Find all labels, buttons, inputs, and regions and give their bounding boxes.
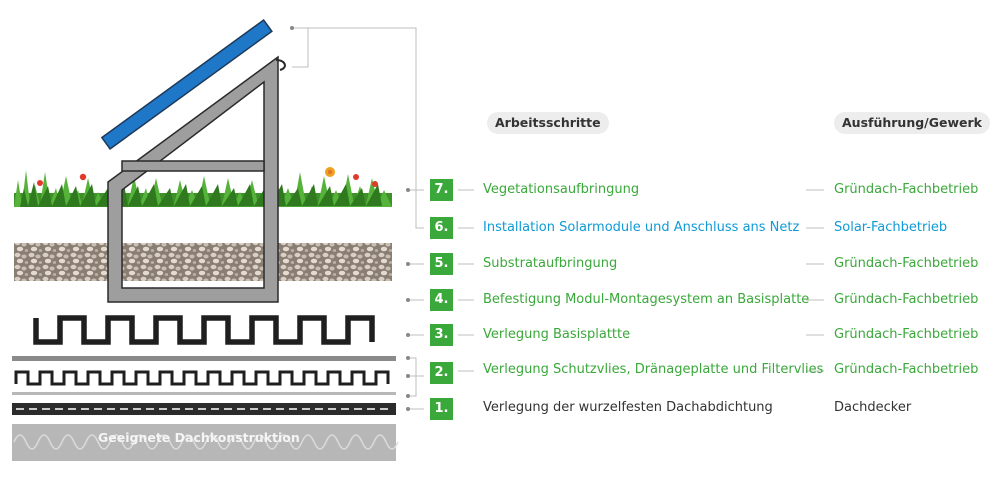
step-trade: Solar-Fachbetrieb	[834, 220, 948, 235]
drainage-layer	[12, 356, 396, 395]
roof-structure-layer	[12, 424, 399, 461]
leader-dots	[290, 26, 410, 411]
step-number-badge: 1.	[430, 398, 453, 420]
step-label: Verlegung Basisplattte	[483, 327, 631, 342]
flower	[353, 174, 359, 180]
solar-panel	[100, 18, 273, 150]
step-label: Verlegung der wurzelfesten Dachabdichtun…	[483, 400, 773, 415]
roof-structure-label: Geeignete Dachkonstruktion	[98, 430, 300, 445]
step-trade: Gründach-Fachbetrieb	[834, 292, 979, 307]
waterproofing-layer	[12, 403, 396, 415]
step-label: Vegetationsaufbringung	[483, 182, 640, 197]
leader-lines	[292, 27, 824, 410]
step-trade: Gründach-Fachbetrieb	[834, 362, 979, 377]
step-trade: Gründach-Fachbetrieb	[834, 256, 979, 271]
step-trade: Gründach-Fachbetrieb	[834, 182, 979, 197]
solar-mounting-frame	[107, 55, 286, 303]
flower	[325, 167, 335, 177]
flower	[372, 181, 378, 187]
flower	[79, 173, 87, 181]
flower	[37, 180, 43, 186]
header-steps: Arbeitsschritte	[487, 112, 609, 134]
step-label: Befestigung Modul-Montagesystem an Basis…	[483, 292, 810, 307]
header-trade: Ausführung/Gewerk	[834, 112, 990, 134]
step-number-badge: 7.	[430, 179, 453, 201]
step-number-badge: 6.	[430, 217, 453, 239]
step-trade: Gründach-Fachbetrieb	[834, 327, 979, 342]
step-number-badge: 3.	[430, 324, 453, 346]
step-number-badge: 5.	[430, 253, 453, 275]
vegetation-layer	[14, 167, 392, 207]
base-plate-layer	[33, 315, 375, 345]
substrate-layer	[14, 243, 392, 281]
step-label: Installation Solarmodule und Anschluss a…	[483, 220, 800, 235]
step-label: Verlegung Schutzvlies, Dränageplatte und…	[483, 362, 824, 377]
step-number-badge: 4.	[430, 289, 453, 311]
step-label: Substrataufbringung	[483, 256, 618, 271]
step-number-badge: 2.	[430, 362, 453, 384]
step-trade: Dachdecker	[834, 400, 912, 415]
